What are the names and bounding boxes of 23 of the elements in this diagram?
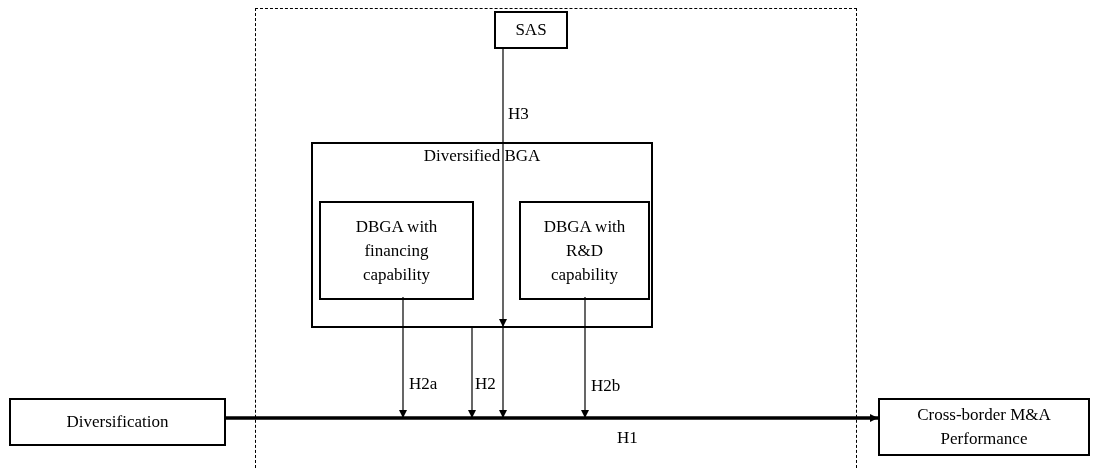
box-label: Diversified BGA: [422, 145, 542, 167]
dashed-frame: [255, 8, 857, 468]
box-label: DBGA with financing capability: [354, 215, 439, 286]
edge-label: H2: [474, 374, 497, 394]
arrow: [581, 296, 589, 419]
text-box: [494, 11, 568, 49]
group-box: [311, 142, 653, 328]
box-label: Cross-border M&A Performance: [916, 404, 1052, 450]
box-label: DBGA with R&D capability: [542, 215, 627, 286]
edge-label: H2b: [590, 376, 622, 396]
arrow: [468, 326, 476, 419]
text-box: [878, 398, 1090, 456]
arrow: [399, 296, 407, 419]
edge-label: H3: [507, 104, 530, 124]
arrow: [226, 414, 878, 422]
edge-label: H1: [616, 428, 639, 448]
text-box: [319, 201, 474, 300]
arrow: [499, 47, 507, 419]
text-box: [519, 201, 650, 300]
box-label: Diversification: [65, 411, 170, 433]
text-box: [9, 398, 226, 446]
box-label: SAS: [514, 19, 548, 41]
edge-label: H2a: [408, 374, 439, 394]
